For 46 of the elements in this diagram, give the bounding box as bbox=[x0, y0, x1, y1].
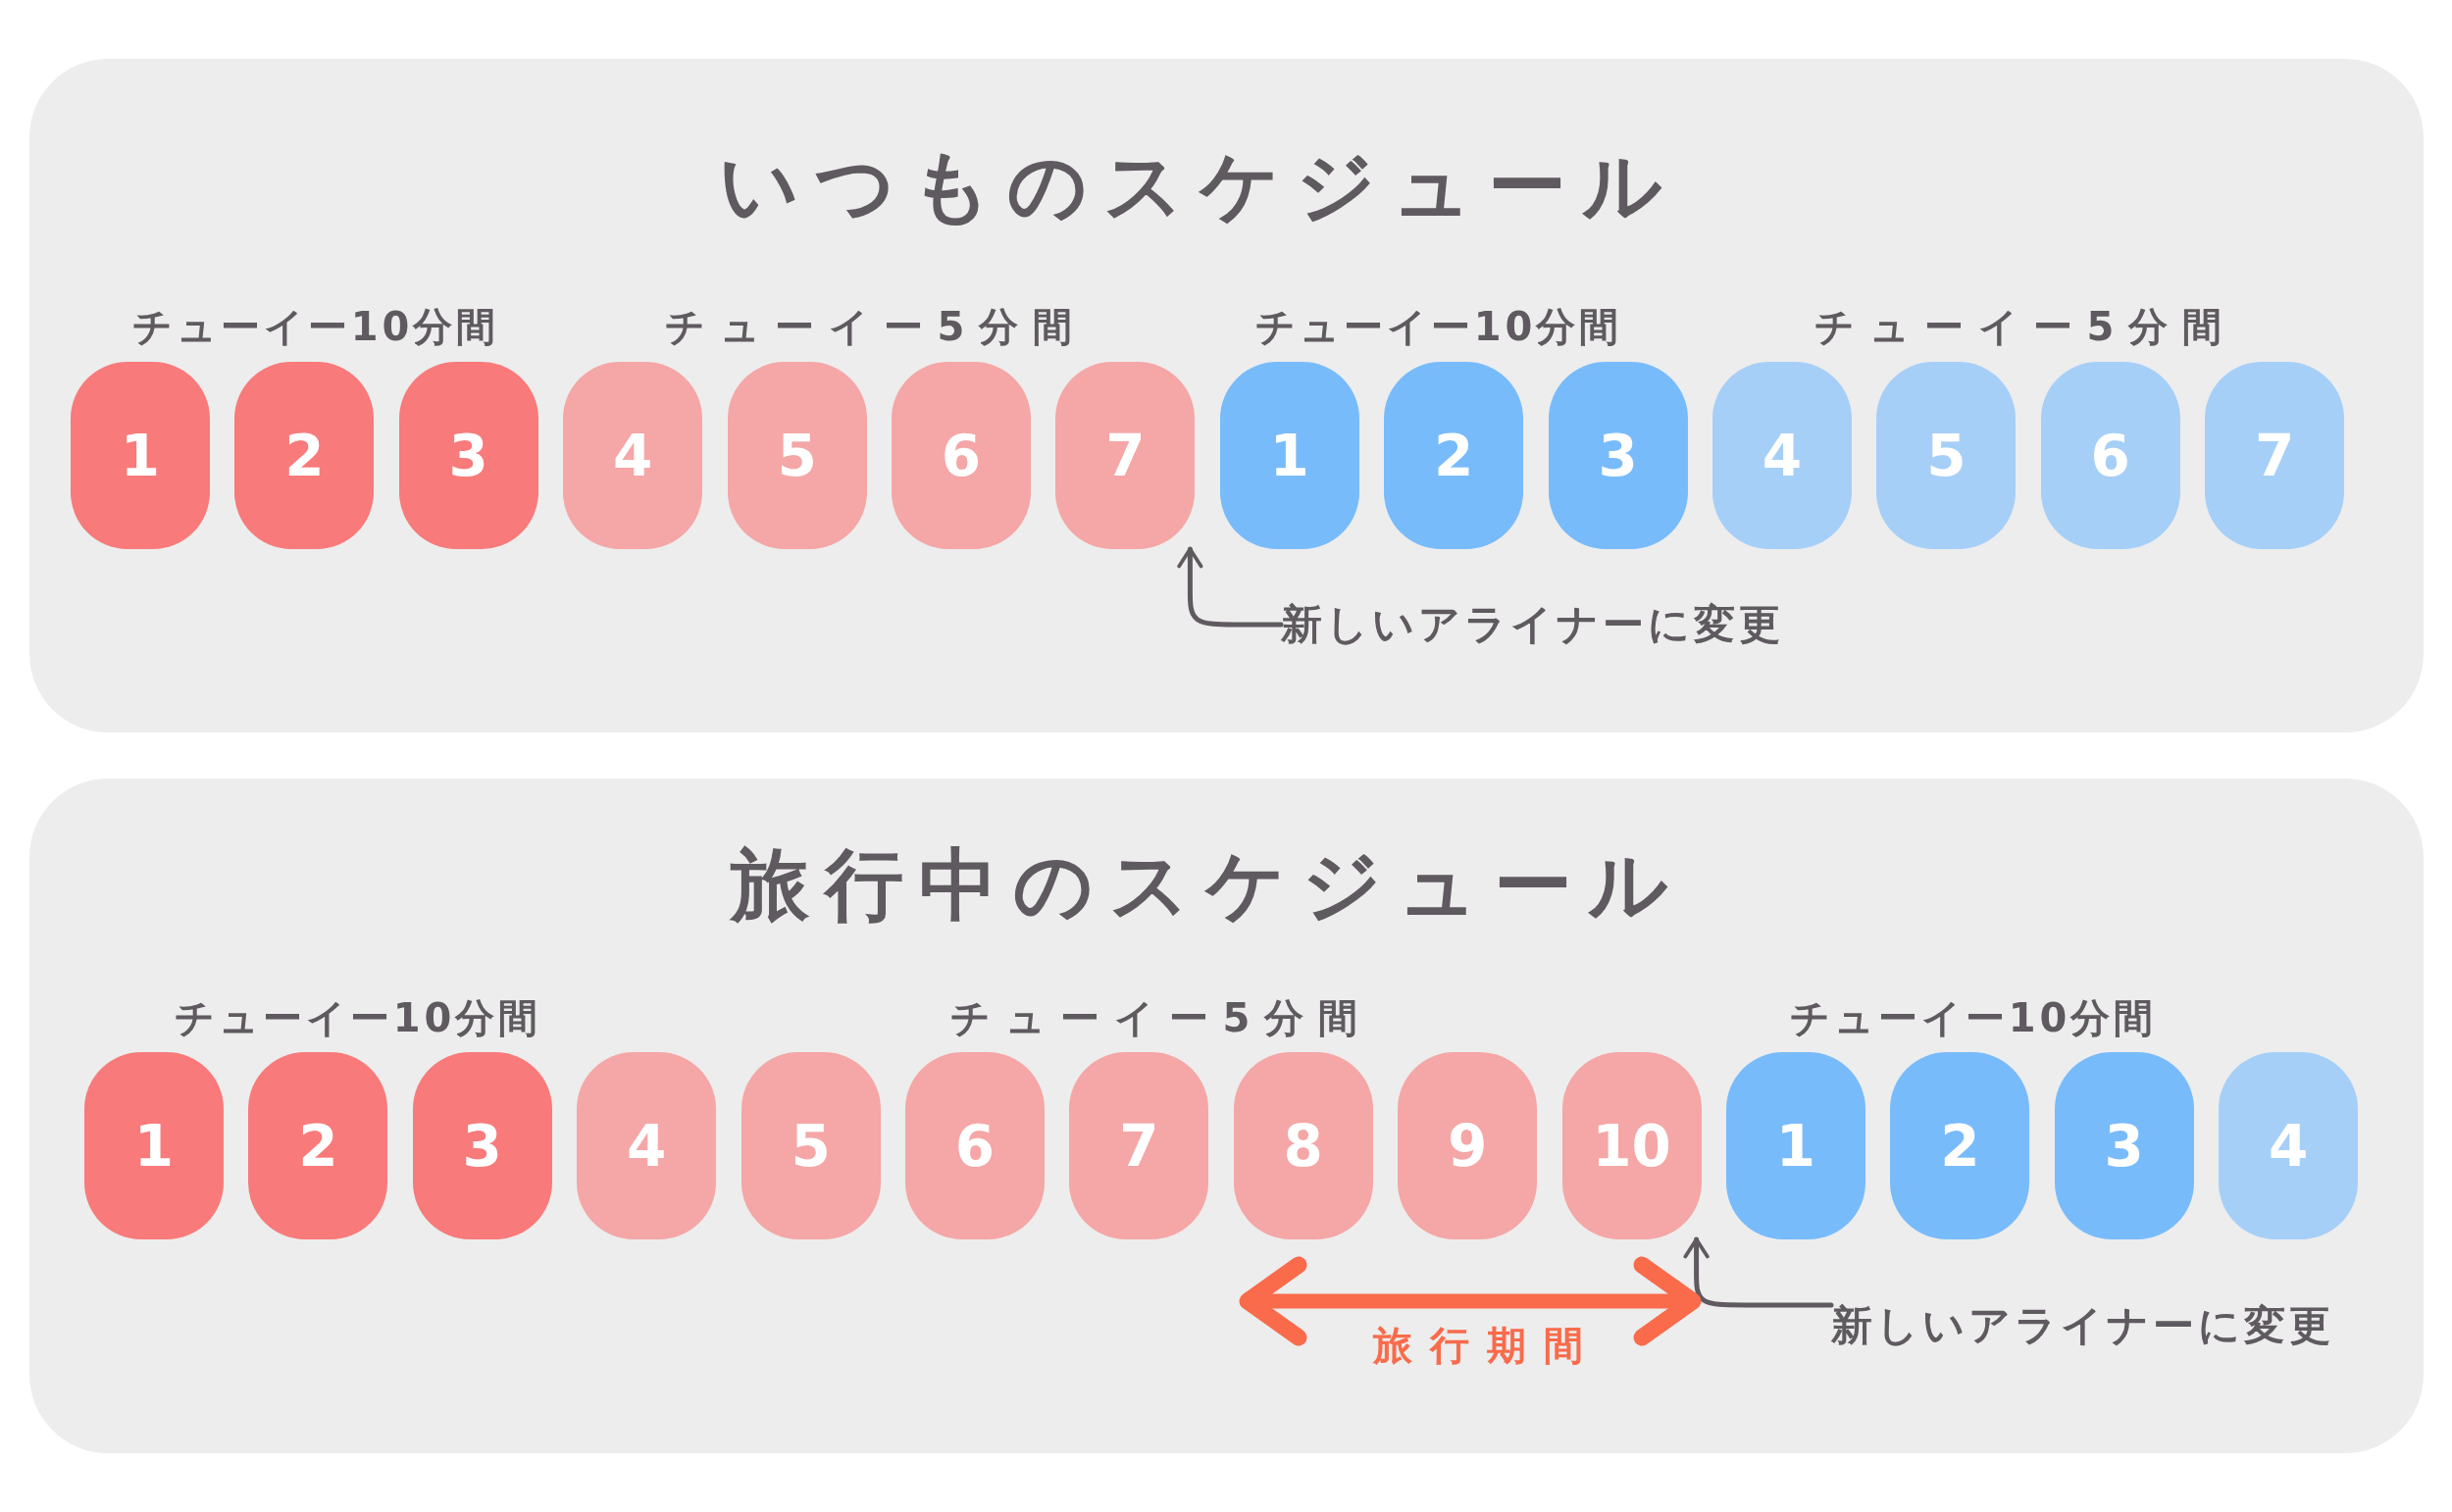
day-number: 2 bbox=[284, 427, 325, 484]
day-number: 3 bbox=[2104, 1117, 2144, 1175]
curved-arrow bbox=[1683, 1236, 1834, 1308]
day-number: 2 bbox=[1434, 427, 1474, 484]
day-tile bbox=[1055, 362, 1196, 549]
period-label: 旅行期間 bbox=[1373, 1323, 1601, 1368]
day-number: 2 bbox=[298, 1117, 338, 1175]
day-number: 7 bbox=[1119, 1117, 1159, 1175]
day-number: 1 bbox=[1269, 427, 1309, 484]
duration-label: チューイー10分間 bbox=[1789, 995, 2158, 1040]
day-number: 5 bbox=[777, 427, 817, 484]
day-number: 1 bbox=[120, 427, 161, 484]
day-number: 5 bbox=[1926, 427, 1967, 484]
day-number: 2 bbox=[1940, 1117, 1980, 1175]
day-number: 8 bbox=[1283, 1117, 1323, 1175]
annotation-text: 新しいアライナーに変更 bbox=[1281, 600, 1784, 649]
schedule-panel bbox=[29, 59, 2424, 732]
day-number: 1 bbox=[133, 1117, 175, 1175]
duration-label: チューイー10分間 bbox=[131, 304, 500, 349]
day-tile bbox=[1561, 1052, 1702, 1239]
day-number: 9 bbox=[1448, 1117, 1488, 1175]
day-number: 5 bbox=[791, 1117, 831, 1175]
day-number: 4 bbox=[613, 427, 653, 484]
duration-label: チューイー5分間 bbox=[664, 304, 1088, 349]
panel-title: 旅行中のスケジュール bbox=[731, 840, 1684, 931]
schedule-panel bbox=[29, 779, 2424, 1453]
annotation-text: 新しいアライナーに変更 bbox=[1831, 1301, 2334, 1350]
day-number: 3 bbox=[448, 427, 488, 484]
day-number: 7 bbox=[2255, 427, 2295, 484]
panel-title: いつものスケジュール bbox=[719, 141, 1678, 231]
day-number: 6 bbox=[954, 1117, 996, 1175]
day-number: 4 bbox=[627, 1117, 667, 1175]
day-number: 4 bbox=[1762, 427, 1803, 484]
day-number: 4 bbox=[2269, 1117, 2309, 1175]
duration-label: チューイー5分間 bbox=[949, 995, 1373, 1040]
day-number: 1 bbox=[1775, 1117, 1816, 1175]
day-number: 3 bbox=[1598, 427, 1638, 484]
curved-arrow bbox=[1177, 546, 1284, 628]
day-number: 7 bbox=[1105, 427, 1146, 484]
duration-label: チューイー10分間 bbox=[1254, 304, 1623, 349]
day-number: 10 bbox=[1592, 1117, 1671, 1175]
day-number: 6 bbox=[2090, 427, 2130, 484]
duration-label: チューイー5分間 bbox=[1813, 304, 2237, 349]
day-number: 3 bbox=[462, 1117, 502, 1175]
day-number: 6 bbox=[941, 427, 982, 484]
duration-label: チューイー10分間 bbox=[174, 995, 542, 1040]
